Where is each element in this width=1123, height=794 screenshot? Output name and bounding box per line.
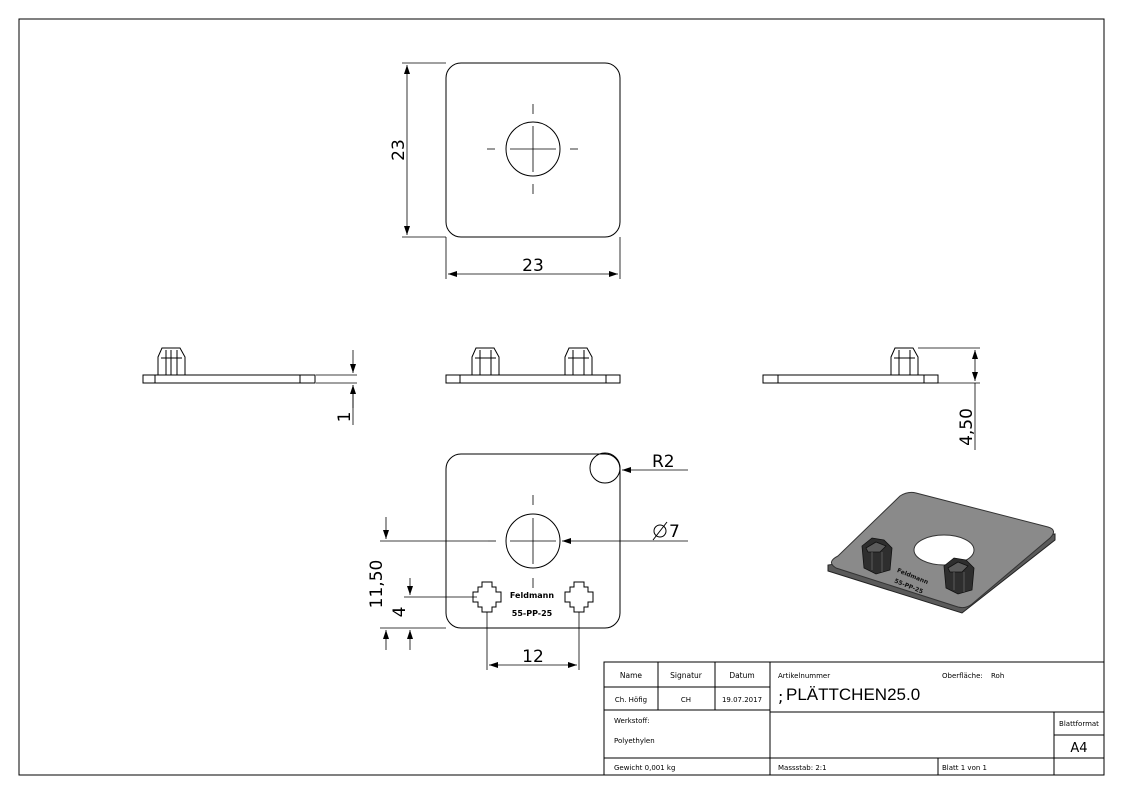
title-block-frame xyxy=(603,661,1105,776)
dim-top-width xyxy=(445,237,621,279)
massstab: Massstab: 2:1 xyxy=(778,764,827,772)
dim-side-thickness xyxy=(316,350,357,425)
side-view-right-plate xyxy=(762,374,939,384)
row-name: Ch. Höfig xyxy=(615,696,647,704)
isometric-view: Feldmann 55-PP-25 xyxy=(827,491,1056,614)
side-view-left-pin xyxy=(157,347,186,375)
engraving-brand: Feldmann xyxy=(510,591,554,600)
isometric-hole xyxy=(913,534,975,566)
top-view-plate-outline xyxy=(445,62,621,238)
artikelnummer-label: Artikelnummer xyxy=(778,672,830,680)
header-signatur: Signatur xyxy=(670,671,703,680)
top-view-centerlines xyxy=(487,104,578,194)
header-datum: Datum xyxy=(729,671,754,680)
artikelnummer-value: PLÄTTCHEN25.0 xyxy=(786,685,920,704)
side-view-front-pin-left xyxy=(471,347,500,375)
blattformat-value: A4 xyxy=(1070,741,1087,756)
side-view-left-plate xyxy=(142,374,316,384)
row-datum: 19.07.2017 xyxy=(722,696,762,704)
dim-top-height-label: 23 xyxy=(389,139,409,161)
row-signatur: CH xyxy=(681,696,691,704)
bottom-view-centerlines xyxy=(488,495,556,588)
drawing-frame xyxy=(18,18,1105,776)
bottom-view-radius-detail xyxy=(589,452,621,484)
dim-pin-offset-label: 4 xyxy=(390,607,410,618)
bottom-view-pin-socket-right xyxy=(564,581,594,613)
artikelnummer-prefix: ; xyxy=(778,687,783,706)
dim-pin-offset xyxy=(404,578,477,650)
werkstoff-value: Polyethylen xyxy=(614,737,655,745)
isometric-pin-left xyxy=(861,537,893,575)
dim-hole-diameter-label: 7 xyxy=(669,522,680,542)
dim-side-height-label: 4,50 xyxy=(957,408,977,446)
top-view xyxy=(402,62,621,279)
dim-top-width-label: 23 xyxy=(522,256,544,276)
side-view-right xyxy=(762,347,980,450)
dim-side-height xyxy=(918,347,980,450)
diameter-symbol-icon xyxy=(652,521,668,541)
side-view-front-plate xyxy=(445,374,621,384)
dim-top-height xyxy=(402,62,446,238)
side-view-front-pin-right xyxy=(564,347,593,375)
dim-radius-label: R2 xyxy=(652,452,675,472)
oberflaeche-label: Oberfläche: xyxy=(942,672,983,680)
dim-pin-spacing xyxy=(486,612,580,670)
engraving-code: 55-PP-25 xyxy=(512,609,553,618)
side-view-right-pin xyxy=(890,347,919,375)
title-block xyxy=(603,661,1105,776)
side-view-left xyxy=(142,347,357,425)
bottom-view-center-hole xyxy=(505,513,561,569)
dim-hole-offset xyxy=(380,517,488,650)
dim-side-thickness-label: 1 xyxy=(335,412,355,423)
oberflaeche-value: Roh xyxy=(991,672,1004,680)
header-name: Name xyxy=(620,671,643,680)
bottom-view xyxy=(380,452,688,670)
side-view-front xyxy=(445,347,621,384)
blatt: Blatt 1 von 1 xyxy=(942,764,987,772)
gewicht: Gewicht 0,001 kg xyxy=(614,764,675,772)
dim-pin-spacing-label: 12 xyxy=(522,647,544,667)
werkstoff-label: Werkstoff: xyxy=(614,717,650,725)
top-view-center-hole xyxy=(505,121,561,177)
isometric-pin-right xyxy=(943,557,975,595)
blattformat-label: Blattformat xyxy=(1059,720,1099,728)
dim-hole-offset-label: 11,50 xyxy=(367,560,387,609)
bottom-view-pin-socket-left xyxy=(472,581,502,613)
